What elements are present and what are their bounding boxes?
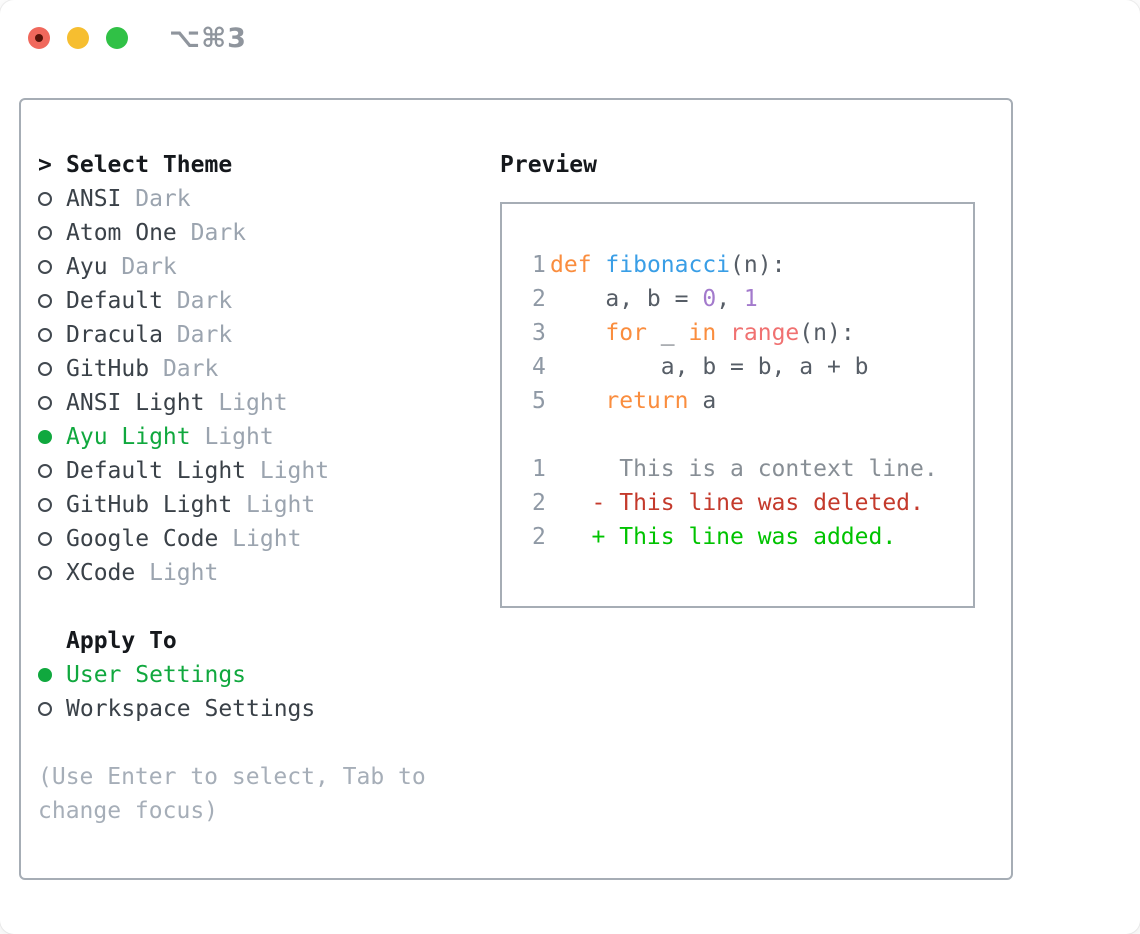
preview-line: 2 - This line was deleted. [532,486,973,520]
item-label: GitHub Light Light [66,492,316,518]
theme-item[interactable]: XCode Light [38,556,485,590]
zoom-button[interactable] [106,27,128,49]
radio-selected-icon [38,430,52,444]
radio-icon [38,260,52,274]
radio-icon [38,328,52,342]
preview-line: 4 a, b = b, a + b [532,350,973,384]
theme-item[interactable]: Ayu Dark [38,250,485,284]
item-label: GitHub Dark [66,356,219,382]
theme-item[interactable]: Ayu Light Light [38,420,485,454]
theme-item[interactable]: ANSI Dark [38,182,485,216]
radio-icon [38,532,52,546]
theme-item[interactable]: Dracula Dark [38,318,485,352]
radio-icon [38,566,52,580]
titlebar: ⌥⌘3 [28,23,247,54]
theme-list-header: > Select Theme [38,148,485,182]
radio-icon [38,702,52,716]
theme-item[interactable]: Default Light Light [38,454,485,488]
hint-text-line1: (Use Enter to select, Tab to [38,764,426,790]
line-number: 1 [532,252,546,278]
radio-icon [38,362,52,376]
preview-line: 1 This is a context line. [532,452,973,486]
preview-line: 5 return a [532,384,973,418]
apply-to-option[interactable]: User Settings [38,658,485,692]
preview-line: 2 + This line was added. [532,520,973,554]
preview-header: Preview [500,148,1011,182]
preview-line: 3 for _ in range(n): [532,316,973,350]
minimize-button[interactable] [67,27,89,49]
apply-to-title: Apply To [66,628,177,654]
theme-item[interactable]: Google Code Light [38,522,485,556]
radio-icon [38,464,52,478]
item-label: ANSI Light Light [66,390,288,416]
prompt-icon: > [38,152,52,178]
line-number: 2 [532,286,546,312]
radio-icon [38,396,52,410]
apply-to-header: Apply To [38,624,485,658]
item-label: Google Code Light [66,526,302,552]
theme-item[interactable]: GitHub Light Light [38,488,485,522]
item-label: Workspace Settings [66,696,316,722]
item-label: ANSI Dark [66,186,191,212]
theme-item[interactable]: ANSI Light Light [38,386,485,420]
theme-item[interactable]: Default Dark [38,284,485,318]
radio-icon [38,498,52,512]
preview-line [532,418,973,452]
radio-selected-icon [38,668,52,682]
line-number: 2 [532,524,546,550]
theme-item[interactable]: GitHub Dark [38,352,485,386]
line-number: 2 [532,490,546,516]
window-title: ⌥⌘3 [169,22,247,54]
line-number: 5 [532,388,546,414]
item-label: Dracula Dark [66,322,233,348]
item-label: Atom One Dark [66,220,247,246]
item-label: Default Light Light [66,458,330,484]
close-button[interactable] [28,27,50,49]
theme-list-title: Select Theme [66,152,233,178]
radio-icon [38,294,52,308]
preview-title: Preview [500,152,597,178]
theme-item[interactable]: Atom One Dark [38,216,485,250]
item-label: Ayu Light Light [66,424,274,450]
apply-to-option[interactable]: Workspace Settings [38,692,485,726]
radio-icon [38,192,52,206]
item-label: Ayu Dark [66,254,177,280]
item-label: XCode Light [66,560,219,586]
hint-text-line2: change focus) [38,798,219,824]
line-number: 3 [532,320,546,346]
item-label: User Settings [66,662,247,688]
preview-line: 2 a, b = 0, 1 [532,282,973,316]
line-number: 4 [532,354,546,380]
item-label: Default Dark [66,288,233,314]
radio-icon [38,226,52,240]
line-number: 1 [532,456,546,482]
